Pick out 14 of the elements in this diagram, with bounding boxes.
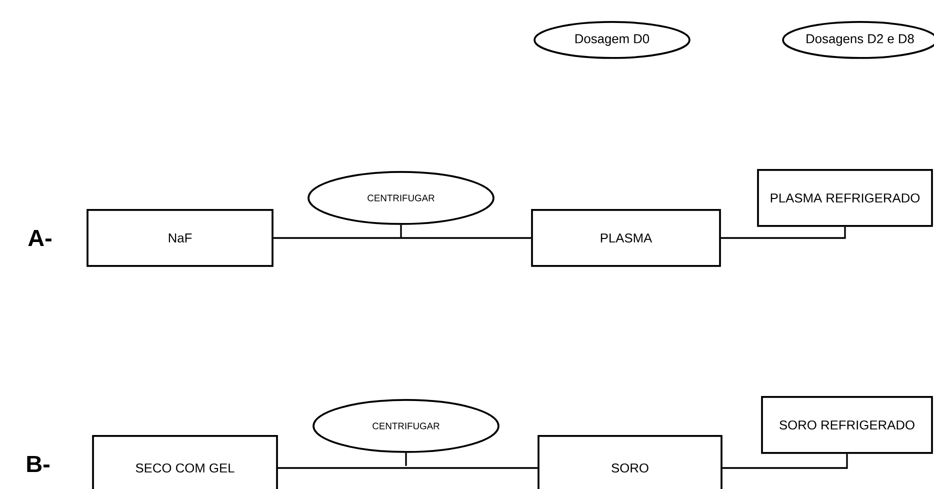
process-box: NaF [86, 209, 274, 267]
process-box: SORO [538, 435, 722, 489]
connector-line [722, 454, 848, 469]
connector-line [273, 237, 532, 239]
process-box: SECO COM GEL [92, 435, 278, 489]
connector-line [400, 224, 402, 238]
process-box: PLASMA REFRIGERADO [757, 169, 933, 227]
connector-line [405, 452, 407, 466]
connector-line [278, 467, 538, 469]
connector-line [720, 226, 846, 239]
process-box: PLASMA [531, 209, 721, 267]
process-box: SORO REFRIGERADO [761, 396, 933, 454]
section-letter: B- [27, 456, 50, 472]
section-letter: A- [28, 230, 52, 246]
